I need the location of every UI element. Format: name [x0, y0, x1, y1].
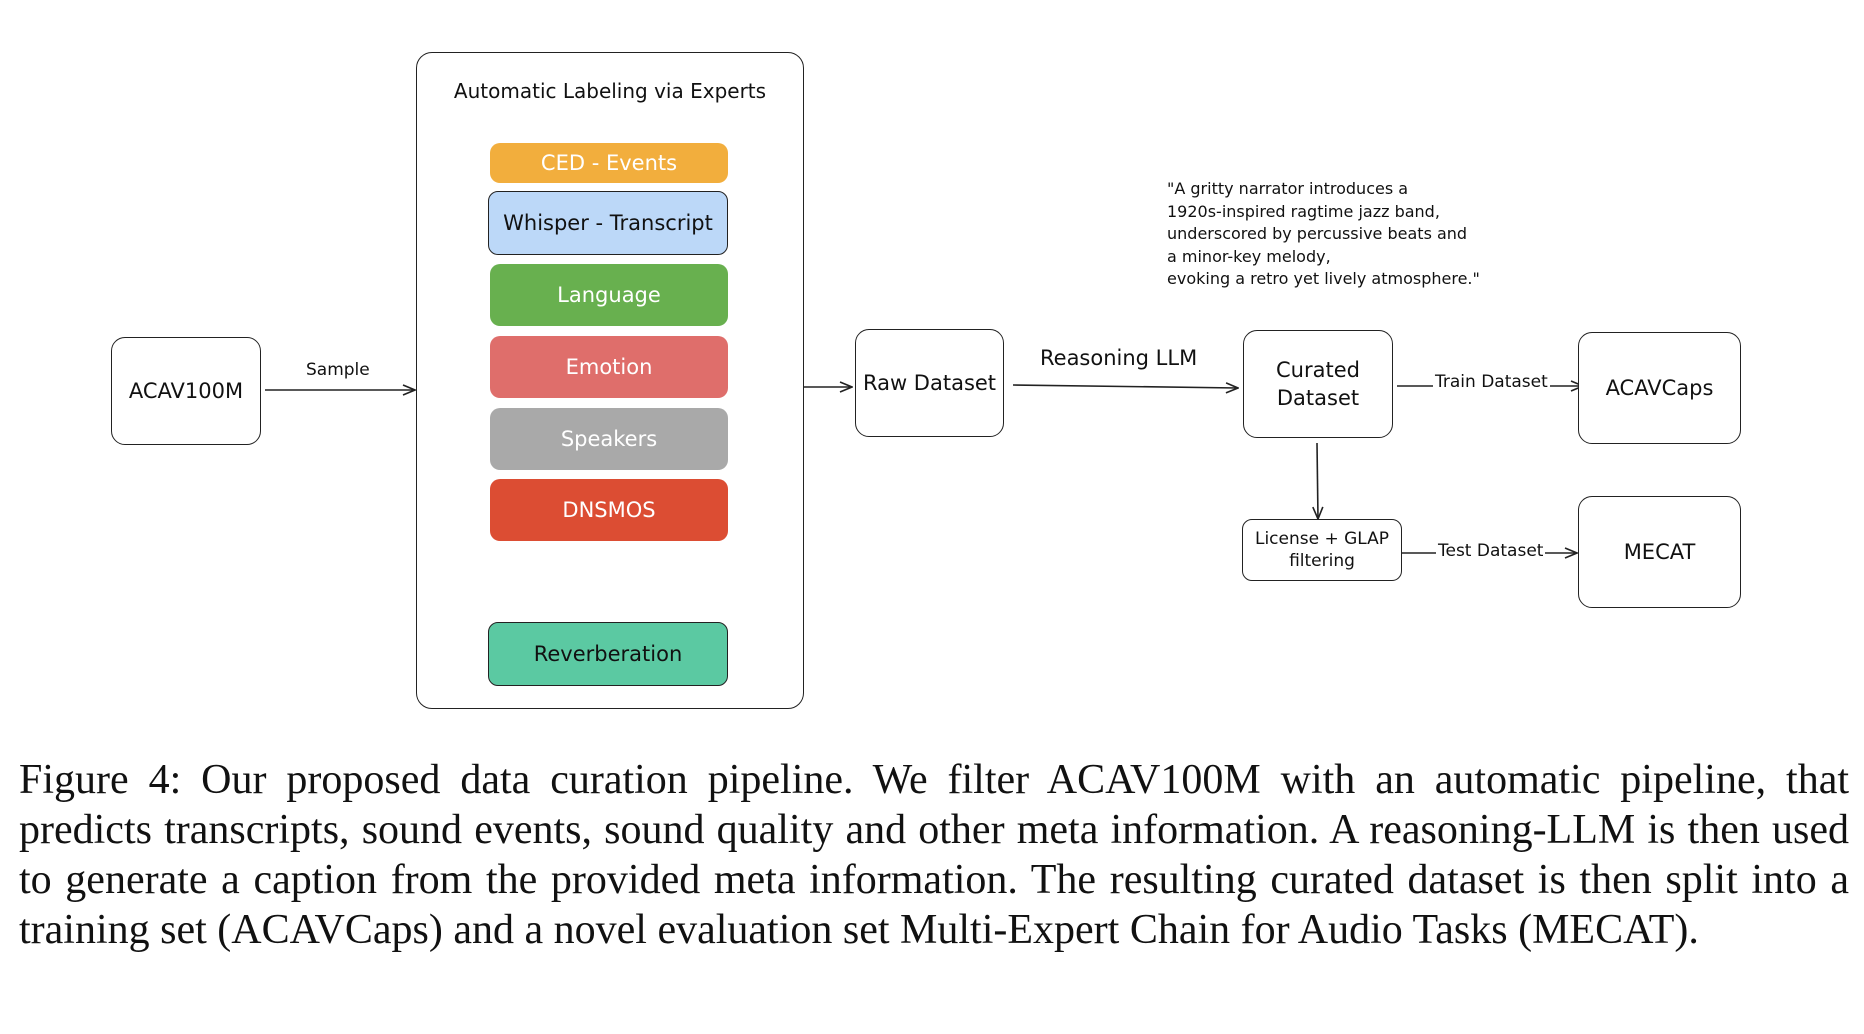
- edge-label-sample: Sample: [304, 360, 372, 380]
- node-acav100m-label: ACAV100M: [128, 378, 244, 403]
- expert-emotion: Emotion: [490, 336, 728, 398]
- expert-ced-events: CED - Events: [490, 143, 728, 183]
- expert-dnsmos: DNSMOS: [490, 479, 728, 541]
- node-curated-dataset-label-line1: Curated: [1276, 357, 1360, 382]
- experts-panel-title: Automatic Labeling via Experts: [453, 79, 767, 103]
- expert-dnsmos-label: DNSMOS: [562, 498, 656, 522]
- expert-reverberation-label: Reverberation: [533, 642, 683, 666]
- node-curated-dataset-label-line2: Dataset: [1276, 386, 1360, 410]
- example-caption-line: 1920s-inspired ragtime jazz band,: [1167, 201, 1440, 221]
- node-raw-dataset: Raw Dataset: [855, 329, 1004, 437]
- expert-speakers-label: Speakers: [560, 427, 658, 451]
- node-license-glap-filtering: License + GLAP filtering: [1242, 519, 1402, 581]
- expert-speakers: Speakers: [490, 408, 728, 470]
- example-caption-quote: "A gritty narrator introduces a 1920s-in…: [1167, 178, 1507, 291]
- arrow-reasoning-llm: [1012, 385, 1238, 388]
- node-filter-label-line1: License + GLAP: [1254, 529, 1390, 549]
- expert-reverberation: Reverberation: [488, 622, 728, 686]
- expert-language-label: Language: [557, 283, 661, 307]
- edge-label-test-dataset: Test Dataset: [1436, 541, 1546, 561]
- node-acav100m: ACAV100M: [111, 337, 261, 445]
- expert-language: Language: [490, 264, 728, 326]
- example-caption-line: evoking a retro yet lively atmosphere.": [1167, 269, 1480, 288]
- edge-label-train-dataset: Train Dataset: [1433, 372, 1550, 392]
- node-mecat: MECAT: [1578, 496, 1741, 608]
- example-caption-line: underscored by percussive beats and: [1167, 224, 1468, 243]
- expert-emotion-label: Emotion: [565, 355, 653, 379]
- node-mecat-label: MECAT: [1623, 539, 1696, 564]
- expert-whisper-transcript: Whisper - Transcript: [488, 191, 728, 255]
- example-caption-line: a minor-key melody,: [1167, 246, 1331, 266]
- node-acavcaps-label: ACAVCaps: [1605, 375, 1714, 400]
- arrow-curated-to-filter: [1317, 442, 1318, 519]
- node-filter-label-line2: filtering: [1289, 551, 1355, 571]
- example-caption-line: "A gritty narrator introduces a: [1167, 179, 1409, 198]
- edge-label-reasoning-llm: Reasoning LLM: [1040, 346, 1198, 370]
- figure-caption: Figure 4: Our proposed data curation pip…: [19, 757, 1849, 953]
- expert-ced-events-label: CED - Events: [540, 151, 678, 175]
- node-curated-dataset: Curated Dataset: [1243, 330, 1393, 438]
- node-acavcaps: ACAVCaps: [1578, 332, 1741, 444]
- node-raw-dataset-label: Raw Dataset: [862, 370, 997, 395]
- expert-whisper-transcript-label: Whisper - Transcript: [503, 211, 713, 235]
